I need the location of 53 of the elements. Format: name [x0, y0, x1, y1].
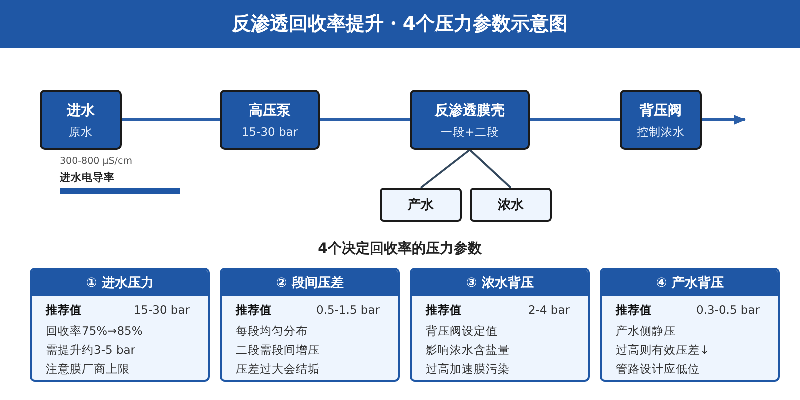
field-value: 15-30 bar: [134, 303, 190, 317]
node-title: 背压阀: [638, 102, 683, 120]
note-text: 注意膜厂商上限: [46, 362, 130, 377]
parameter-card: [600, 268, 780, 382]
note-text: 管路设计应低位: [616, 362, 700, 377]
connector-line: [530, 118, 620, 122]
connector-line: [420, 149, 471, 189]
process-box: [620, 90, 702, 150]
node-title: 高压泵: [248, 102, 292, 120]
note-text: 背压阀设定值: [426, 324, 498, 339]
field-label: 推荐值: [236, 303, 272, 318]
parameter-card: [30, 268, 210, 382]
node-subtitle: 一段+二段: [440, 125, 500, 140]
note-text: 产水侧静压: [616, 324, 676, 339]
node-subtitle: 控制浓水: [636, 125, 686, 140]
parameter-card: [220, 268, 400, 382]
field-label: 推荐值: [616, 303, 652, 318]
node-subtitle: 原水: [68, 125, 94, 140]
output-box: [380, 188, 462, 222]
output-box: [470, 188, 552, 222]
connector-line: [469, 149, 512, 189]
node-subtitle: 15-30 bar: [240, 125, 300, 139]
connector-line: [122, 118, 220, 122]
gauge-label: 进水电导率: [60, 171, 115, 185]
process-box: [410, 90, 530, 150]
parameter-card: [410, 268, 590, 382]
note-text: 压差过大会结垢: [236, 362, 320, 377]
card-header: ③ 浓水背压: [412, 270, 588, 296]
section-heading: 4个决定回收率的压力参数: [317, 240, 483, 258]
card-header: ② 段间压差: [222, 270, 398, 296]
field-value: 2-4 bar: [528, 303, 570, 317]
node-label: 产水: [408, 196, 434, 214]
note-text: 需提升约3-5 bar: [46, 343, 136, 358]
process-box: [40, 90, 122, 150]
note-text: 每段均匀分布: [236, 324, 308, 339]
card-header: ① 进水压力: [32, 270, 208, 296]
note-text: 过高则有效压差↓: [616, 343, 710, 358]
field-value: 0.5-1.5 bar: [316, 303, 380, 317]
field-value: 0.3-0.5 bar: [696, 303, 760, 317]
note-text: 回收率75%→85%: [46, 324, 143, 339]
title: 反渗透回收率提升・4个压力参数示意图: [0, 0, 800, 48]
node-title: 进水: [66, 102, 96, 120]
arrow: [702, 115, 746, 125]
node-title: 反渗透膜壳: [434, 102, 506, 120]
field-label: 推荐值: [426, 303, 462, 318]
note-text: 过高加速膜污染: [426, 362, 510, 377]
note-text: 二段需段间增压: [236, 343, 320, 358]
connector-line: [320, 118, 410, 122]
field-label: 推荐值: [46, 303, 82, 318]
note-text: 影响浓水含盐量: [426, 343, 510, 358]
node-label: 浓水: [498, 197, 524, 214]
process-box: [220, 90, 320, 150]
card-header: ④ 产水背压: [602, 270, 778, 296]
